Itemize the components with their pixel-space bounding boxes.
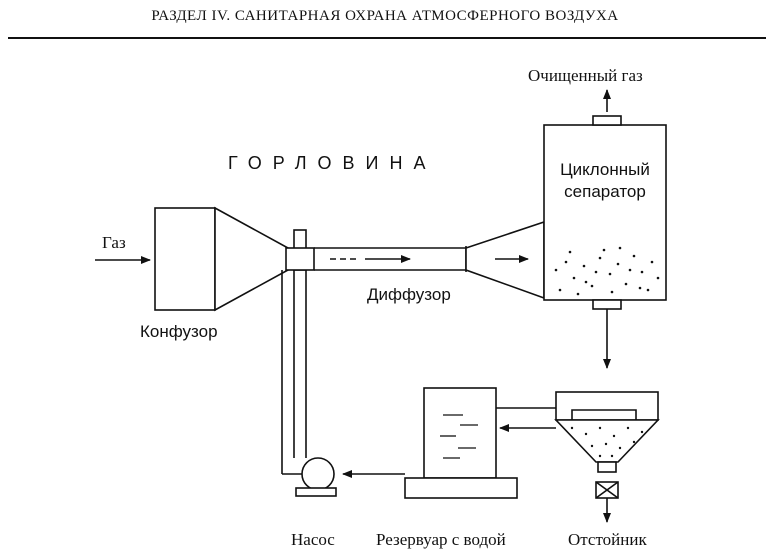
pump [301, 457, 335, 491]
reservoir-base [404, 477, 518, 499]
confusor-label: Конфузор [140, 322, 218, 341]
gas-inlet-label: Газ [102, 233, 126, 252]
throat-section [285, 247, 315, 271]
throat-label: ГОРЛОВИНА [228, 153, 437, 173]
diffuser-cone [465, 220, 545, 300]
cyclone-label-line2: сепаратор [564, 182, 646, 201]
header-rule [8, 37, 766, 39]
settler-cone [554, 419, 660, 463]
settler-neck [597, 461, 617, 473]
pump-label: Насос [291, 530, 335, 549]
purified-gas-label: Очищенный газ [528, 66, 643, 85]
cyclone-bottom-outlet [592, 299, 622, 310]
reservoir-label: Резервуар с водой [376, 530, 506, 549]
confusor-cone [214, 206, 289, 312]
water-reservoir [423, 387, 497, 479]
cyclone-separator [543, 124, 667, 301]
diffuser-label: Диффузор [367, 285, 451, 304]
cyclone-particles [554, 246, 660, 296]
settler-label: Отстойник [568, 530, 647, 549]
cyclone-top-outlet [592, 115, 622, 126]
page-header: РАЗДЕЛ IV. САНИТАРНАЯ ОХРАНА АТМОСФЕРНОГ… [151, 8, 619, 24]
water-lines [440, 414, 478, 459]
settler-particles [570, 426, 644, 458]
pump-base [295, 487, 337, 497]
confusor-box [154, 207, 216, 311]
settler-inner-lip [571, 409, 637, 420]
cyclone-label-line1: Циклонный [560, 160, 650, 179]
